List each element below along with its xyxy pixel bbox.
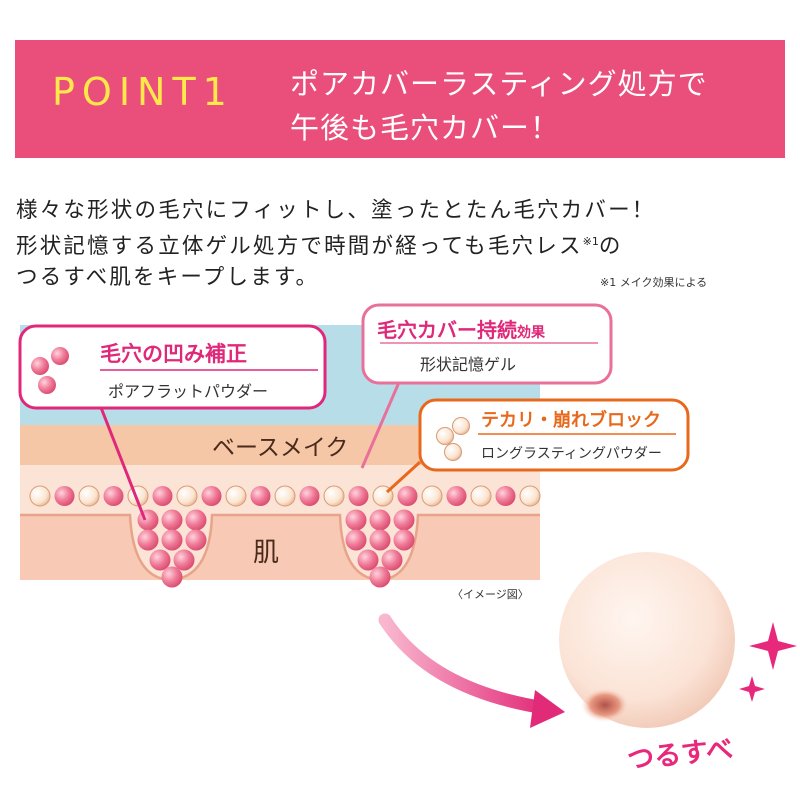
pore-filler-particle <box>495 486 516 506</box>
footnote-marker: ※1 <box>582 235 599 248</box>
pore-filler-particle <box>201 486 222 506</box>
pore-filler-particle <box>369 566 391 588</box>
lasting-powder-particle <box>470 485 492 507</box>
point-label: POINT1 <box>52 70 234 114</box>
lasting-powder-particle <box>274 485 296 507</box>
description-line3: つるすべ肌をキープします。 <box>16 265 320 291</box>
nose-closeup <box>559 552 735 728</box>
connector-line-3 <box>385 460 422 494</box>
connector-line-2 <box>360 379 402 469</box>
lasting-powder-particle <box>225 485 247 507</box>
pore-filler-particle <box>381 549 403 571</box>
pore-filler-particle <box>152 486 173 506</box>
pore-filler-particle <box>103 486 124 506</box>
pore-filler-particle <box>393 529 415 551</box>
nostril <box>581 688 629 722</box>
callout-box-2 <box>361 303 613 385</box>
pore-filler-particle <box>369 529 391 551</box>
pore-filler-particle <box>369 509 391 531</box>
callout-2-title: 毛穴カバー持続効果 <box>377 318 545 342</box>
description-line1: 様々な形状の毛穴にフィットし、塗ったとたん毛穴カバー！ <box>16 198 656 223</box>
connector-line-1 <box>98 404 147 521</box>
arrow-head <box>530 690 565 728</box>
base-makeup-label: ベースメイク <box>212 435 349 461</box>
lasting-powder-particle <box>519 485 541 507</box>
pore-filler-particle <box>348 486 369 506</box>
pore-filler-particle <box>397 486 418 506</box>
skin-label: 肌 <box>253 538 280 568</box>
banner-title: ポアカバーラスティング処方で 午後も毛穴カバー！ <box>290 62 708 150</box>
sparkle-icon <box>739 676 765 702</box>
pore-filler-particle <box>299 486 320 506</box>
pore-filler-particle <box>161 529 183 551</box>
lasting-powder-particle <box>29 485 51 507</box>
lasting-powder-particle <box>323 485 345 507</box>
pore-filler-particle <box>250 486 271 506</box>
pore-filler-particle <box>185 529 207 551</box>
pore-filler-particle <box>161 509 183 531</box>
lasting-powder-particle <box>176 485 198 507</box>
particle-group <box>29 485 541 588</box>
description: 様々な形状の毛穴にフィットし、塗ったとたん毛穴カバー！ 形状記憶する立体ゲル処方… <box>16 195 655 293</box>
callout-1-subtitle: ポアフラットパウダー <box>108 382 269 401</box>
pore-filler-particle <box>185 509 207 531</box>
header-banner <box>15 40 785 158</box>
sparkle-icon <box>749 622 797 670</box>
pore-filler-particle <box>446 486 467 506</box>
callout-box-3 <box>418 398 690 472</box>
banner-title-line2: 午後も毛穴カバー！ <box>290 111 561 145</box>
pore-filler-particle <box>137 529 159 551</box>
pore-filler-particle <box>149 549 171 571</box>
footnote: ※1 メイク効果による <box>600 276 708 289</box>
callout-1-title: 毛穴の凹み補正 <box>100 342 247 366</box>
pore-filler-particle <box>345 509 367 531</box>
callout-3-title: テカリ・崩れブロック <box>481 410 661 431</box>
skin-outline <box>20 513 540 582</box>
pore-filler-particle <box>357 549 379 571</box>
image-note: 〈イメージ図〉 <box>452 588 529 601</box>
pore-filler-particle <box>393 509 415 531</box>
banner-title-line1: ポアカバーラスティング処方で <box>290 67 708 101</box>
lasting-powder-particle <box>421 485 443 507</box>
callout-2-subtitle: 形状記憶ゲル <box>420 355 517 374</box>
pore-filler-particle <box>161 566 183 588</box>
lasting-powder-particle <box>78 485 100 507</box>
pore-filler-particle <box>345 529 367 551</box>
pore-filler-particle <box>173 549 195 571</box>
description-line2: 形状記憶する立体ゲル処方で時間が経っても毛穴レス※1の <box>16 234 623 260</box>
skin-layer <box>20 515 540 580</box>
pore-filler-particle <box>54 486 75 506</box>
callout-box-1 <box>18 324 327 410</box>
callout-3-subtitle: ロングラスティングパウダー <box>481 446 662 462</box>
result-arrow <box>378 613 552 715</box>
